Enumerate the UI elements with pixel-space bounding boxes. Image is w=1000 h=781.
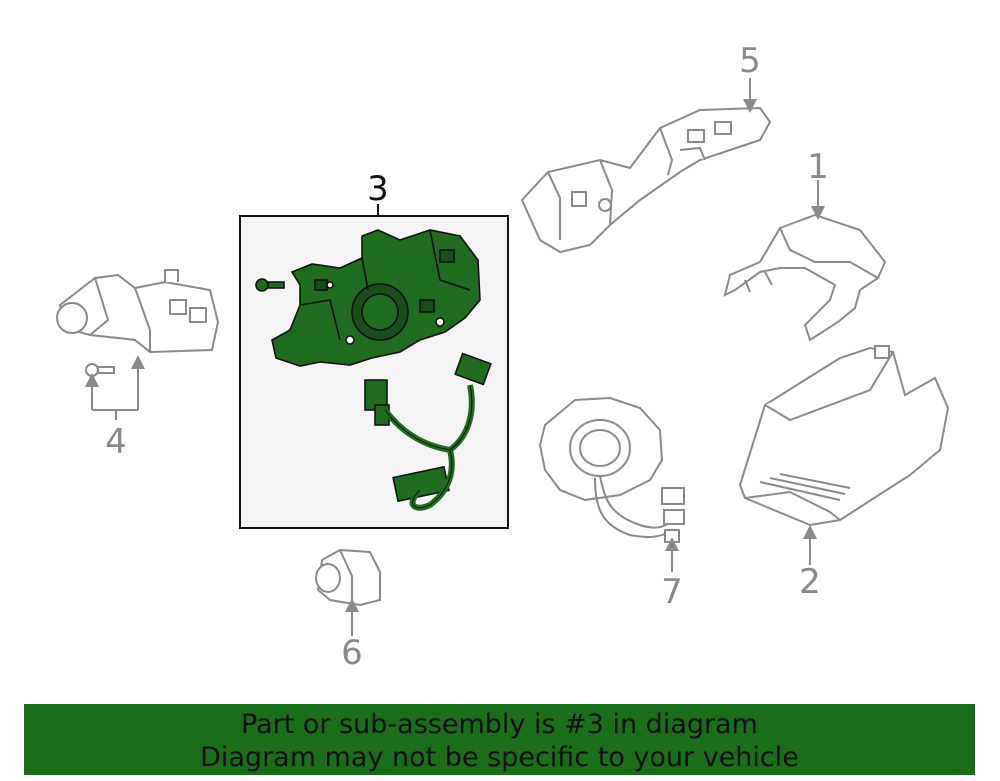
callout-7: 7: [661, 572, 683, 612]
info-banner: Part or sub-assembly is #3 in diagram Di…: [24, 704, 975, 775]
part-2-lower-shroud[interactable]: [738, 345, 950, 527]
callout-1: 1: [807, 147, 829, 187]
callout-6: 6: [341, 633, 363, 673]
banner-line-1: Part or sub-assembly is #3 in diagram: [241, 709, 758, 740]
part-3-wiring-harness[interactable]: [364, 352, 492, 511]
part-4-bolt[interactable]: [85, 363, 115, 377]
part-7-clock-spring[interactable]: [538, 396, 685, 543]
part-4-turn-signal-switch[interactable]: [56, 269, 220, 354]
part-1-upper-shroud[interactable]: [723, 213, 887, 342]
banner-line-2: Diagram may not be specific to your vehi…: [200, 742, 799, 773]
part-3-screw[interactable]: [255, 278, 285, 292]
part-3-switch-housing[interactable]: [271, 229, 481, 367]
leader-4: [85, 355, 145, 420]
part-6-switch[interactable]: [315, 548, 381, 607]
parts-diagram: [56, 78, 950, 636]
callout-3: 3: [367, 169, 389, 209]
callout-4: 4: [105, 422, 127, 462]
callout-2: 2: [799, 562, 821, 602]
callout-5: 5: [739, 41, 761, 81]
part-5-wiper-switch[interactable]: [520, 106, 772, 254]
